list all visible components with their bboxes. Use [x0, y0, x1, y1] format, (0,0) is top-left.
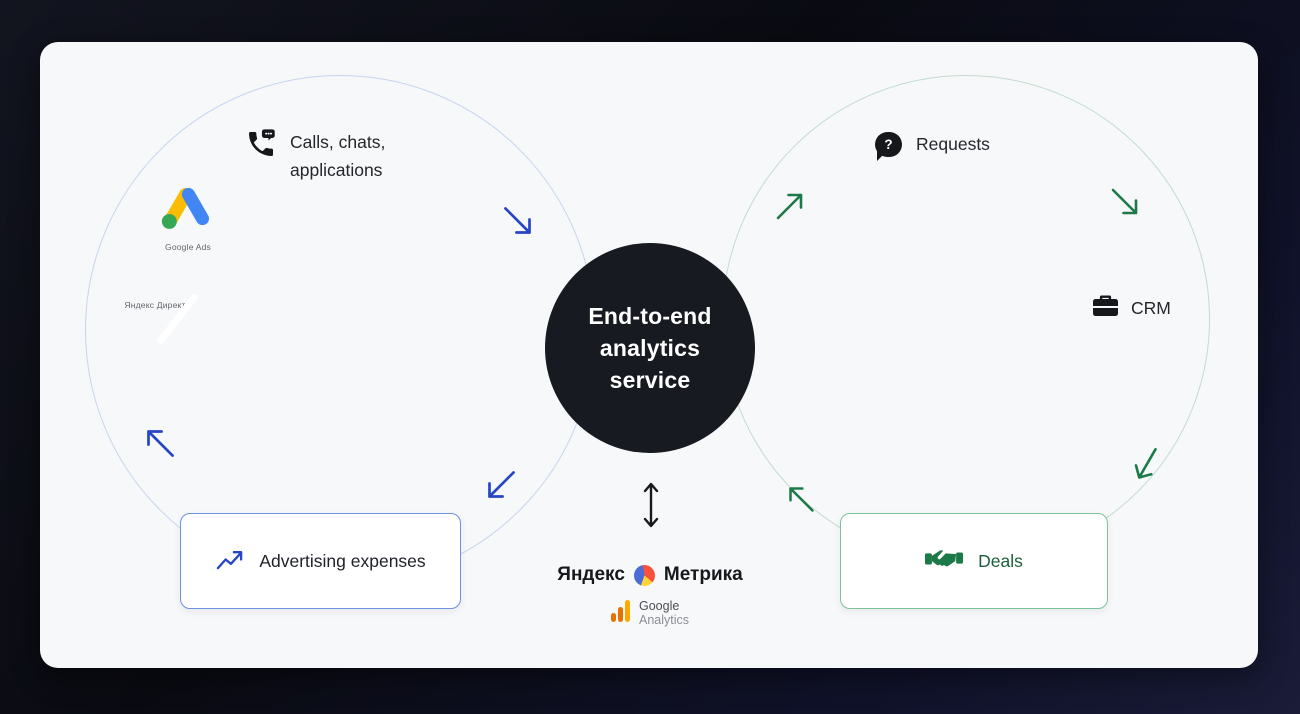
- question-bubble-icon: ?: [875, 132, 902, 161]
- google-ads-logo-block: Google Ads: [152, 182, 224, 252]
- google-analytics-word1: Google: [638, 599, 680, 613]
- deals-label: Deals: [978, 550, 1023, 571]
- double-arrow-icon: [643, 482, 659, 528]
- calls-chats-label: Calls, chats, applications: [290, 128, 385, 184]
- yandex-metrica-word2: Метрика: [663, 564, 743, 585]
- yandex-metrica-icon: [633, 564, 655, 586]
- center-service-circle: End-to-end analytics service: [545, 243, 755, 453]
- advertising-expenses-label: Advertising expenses: [259, 550, 426, 571]
- yandex-direct-logo-block: Яндекс Директ: [119, 294, 191, 310]
- google-analytics-logo: Google Analytics: [520, 599, 780, 627]
- arrow-blue-to-center-icon: [495, 198, 541, 244]
- calls-line-2: applications: [290, 160, 383, 180]
- google-ads-icon: [160, 187, 216, 235]
- arrow-green-to-requests-icon: [768, 184, 812, 228]
- center-title-line3: service: [609, 367, 691, 393]
- crm-icon: [1092, 294, 1119, 323]
- yandex-direct-caption: Яндекс Директ: [124, 300, 186, 310]
- yandex-metrica-word1: Яндекс: [557, 564, 625, 585]
- arrow-blue-up-left-icon: [137, 420, 183, 466]
- handshake-icon: [925, 545, 964, 577]
- crm-item: CRM: [1092, 294, 1171, 323]
- calls-chats-item: Calls, chats, applications: [245, 128, 385, 184]
- center-title-line2: analytics: [599, 335, 701, 361]
- requests-label: Requests: [916, 134, 990, 154]
- phone-chat-icon: [245, 128, 277, 165]
- question-mark: ?: [884, 136, 893, 152]
- google-analytics-wordmark: Google Analytics: [639, 599, 689, 627]
- deals-box: Deals: [840, 513, 1108, 609]
- google-analytics-word2: Analytics: [638, 613, 690, 627]
- arrow-green-to-center-icon: [780, 478, 822, 520]
- crm-label: CRM: [1131, 298, 1171, 318]
- expenses-chart-icon: [215, 544, 244, 578]
- calls-line-1: Calls, chats,: [290, 132, 386, 152]
- arrow-blue-to-expenses-icon: [478, 462, 524, 508]
- yandex-metrica-logo: Яндекс Метрика: [520, 564, 780, 586]
- advertising-expenses-box: Advertising expenses: [180, 513, 461, 609]
- center-title-line1: End-to-end: [588, 303, 712, 329]
- requests-item: ? Requests: [875, 132, 990, 161]
- content-card: Calls, chats, applications Google Ads Ян…: [40, 42, 1258, 668]
- arrow-green-to-crm-icon: [1103, 180, 1147, 224]
- google-ads-caption: Google Ads: [165, 242, 211, 252]
- google-analytics-icon: [610, 599, 631, 627]
